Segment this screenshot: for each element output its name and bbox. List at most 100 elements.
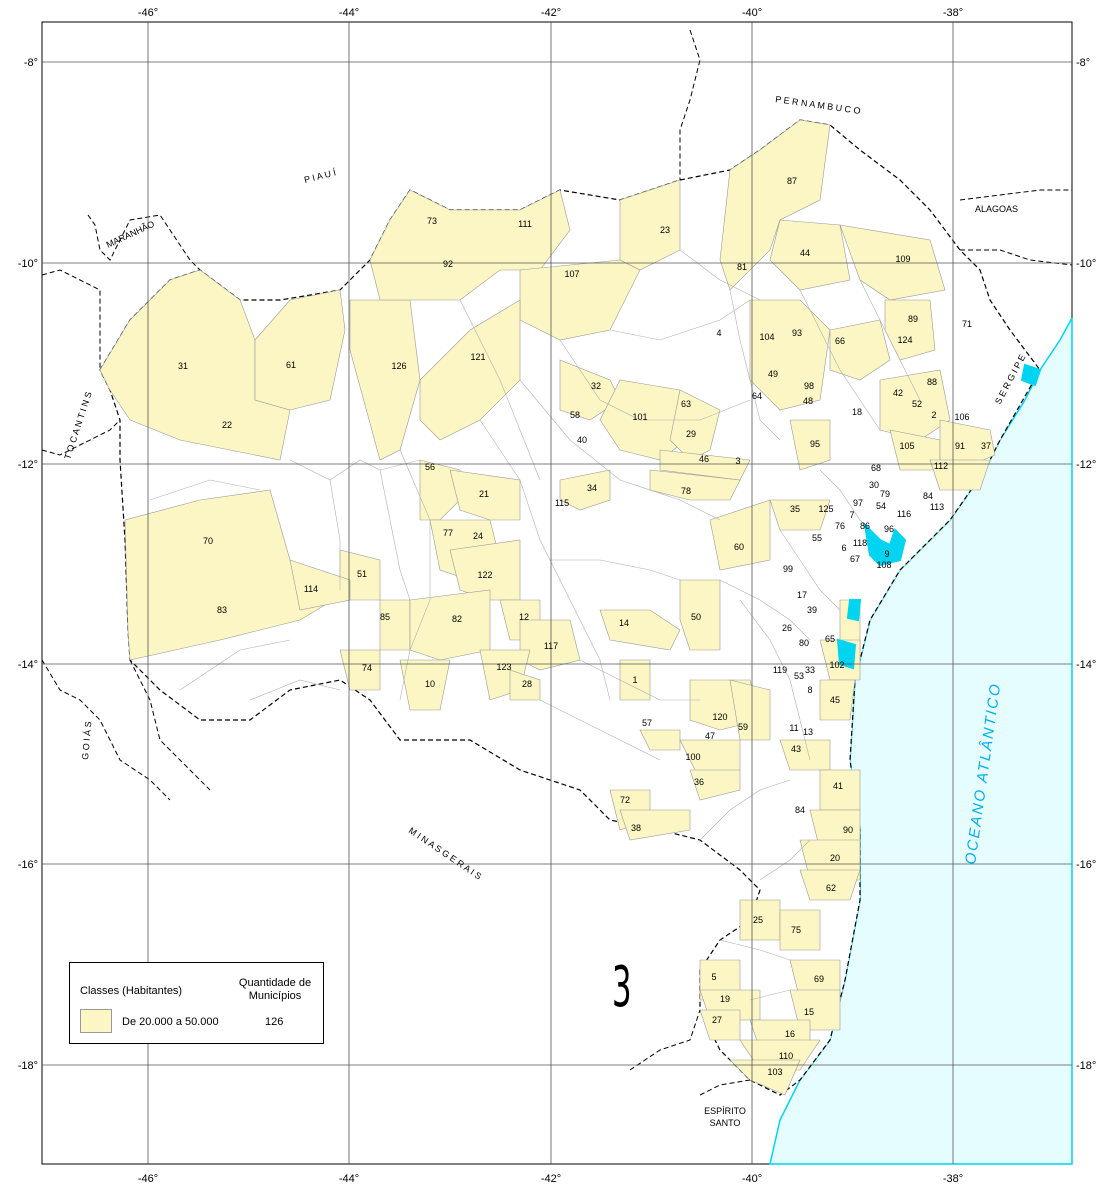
mun-label: 79 [880, 489, 890, 499]
label-tocantins: T O C A N T I N S [62, 390, 93, 460]
mun-label: 29 [686, 429, 696, 439]
mun-label: 97 [853, 498, 863, 508]
mun-label: 65 [825, 634, 835, 644]
lat-label-right: -12° [1076, 459, 1096, 471]
coastal-bays [836, 363, 1042, 670]
mun-label: 76 [835, 521, 845, 531]
neighbor-borders [41, 29, 1073, 1096]
longitude-labels: -46° -44° -42° -40° -38° -46° -44° -42° … [138, 7, 963, 1185]
mun-label: 7 [849, 510, 854, 520]
mun-label: 81 [737, 262, 747, 272]
label-espirito-santo: SANTO [710, 1118, 741, 1128]
plate-number: 3 [612, 955, 632, 1020]
mun-label: 92 [443, 259, 453, 269]
mun-label: 75 [791, 925, 801, 935]
mun-label: 55 [812, 533, 822, 543]
mun-label: 35 [790, 504, 800, 514]
mun-label: 86 [860, 521, 870, 531]
highlighted-municipalities [99, 119, 996, 1096]
mun-label: 78 [681, 486, 691, 496]
mun-label: 108 [876, 560, 891, 570]
mun-label: 12 [519, 612, 529, 622]
mun-label: 6 [841, 543, 846, 553]
mun-label: 4 [716, 328, 721, 338]
lon-label-top: -42° [541, 7, 561, 19]
mun-label: 118 [853, 538, 867, 548]
legend-class-label: De 20.000 a 50.000 [122, 1016, 219, 1028]
mun-label: 103 [767, 1067, 782, 1077]
lon-label-bottom: -40° [742, 1173, 762, 1185]
mun-label: 50 [691, 612, 701, 622]
mun-label: 101 [632, 412, 647, 422]
mun-label: 69 [814, 974, 824, 984]
mun-label: 88 [927, 377, 937, 387]
mun-label: 93 [792, 328, 802, 338]
mun-label: 115 [555, 498, 569, 508]
mun-label: 49 [768, 369, 778, 379]
mun-label: 57 [642, 718, 652, 728]
mun-label: 71 [962, 319, 972, 329]
mun-label: 104 [759, 332, 774, 342]
mun-label: 67 [850, 554, 860, 564]
mun-label: 3 [735, 456, 740, 466]
mun-label: 66 [835, 336, 845, 346]
mun-label: 18 [852, 407, 862, 417]
mun-label: 17 [797, 590, 807, 600]
lat-label-left: -16° [18, 859, 38, 871]
lat-label-right: -16° [1076, 859, 1096, 871]
mun-label: 74 [362, 663, 372, 673]
mun-label: 46 [699, 454, 709, 464]
mun-label: 91 [955, 441, 965, 451]
mun-label: 110 [779, 1051, 793, 1061]
mun-label: 120 [712, 712, 727, 722]
mun-label: 112 [934, 461, 948, 471]
label-goias: G O I Á S [80, 721, 93, 760]
mun-label: 125 [818, 504, 833, 514]
mun-label: 126 [391, 361, 406, 371]
lat-label-left: -8° [24, 57, 38, 69]
graticule [42, 22, 1072, 1164]
legend-class-count: 126 [265, 1016, 284, 1028]
mun-label: 33 [805, 665, 815, 675]
mun-label: 82 [452, 614, 462, 624]
lon-label-top: -44° [339, 7, 359, 19]
mun-label: 30 [869, 480, 879, 490]
lat-label-left: -10° [18, 258, 38, 270]
mun-label: 42 [893, 388, 903, 398]
mun-label: 43 [791, 744, 801, 754]
legend-classes-header: Classes (Habitantes) [80, 985, 183, 997]
mun-label: 11 [789, 723, 798, 733]
mun-label: 85 [380, 612, 390, 622]
mun-label: 37 [981, 441, 991, 451]
mun-label: 80 [799, 638, 809, 648]
mun-label: 28 [522, 679, 532, 689]
mun-label: 106 [954, 412, 969, 422]
lon-label-bottom: -38° [943, 1173, 963, 1185]
mun-label: 89 [908, 314, 918, 324]
mun-label: 84 [795, 805, 805, 815]
mun-label: 122 [477, 570, 492, 580]
mun-label: 102 [829, 660, 844, 670]
mun-label: 107 [564, 269, 579, 279]
lat-label-left: -18° [18, 1060, 38, 1072]
lat-label-right: -10° [1076, 258, 1096, 270]
mun-label: 1 [632, 675, 637, 685]
mun-label: 23 [660, 225, 670, 235]
legend-count-header: Quantidade de Municípios [230, 977, 320, 1003]
mun-label: 14 [619, 618, 629, 628]
mun-label: 5 [711, 972, 716, 982]
lon-label-top: -46° [138, 7, 158, 19]
lon-label-top: -38° [943, 7, 963, 19]
mun-label: 38 [631, 823, 641, 833]
mun-label: 62 [826, 883, 836, 893]
latitude-labels: -8° -10° -12° -14° -16° -18° -8° -10° -1… [18, 57, 1097, 1072]
mun-label: 52 [912, 399, 922, 409]
mun-label: 53 [794, 671, 804, 681]
mun-label: 36 [694, 777, 704, 787]
mun-label: 44 [800, 248, 810, 258]
mun-label: 22 [222, 420, 232, 430]
mun-label: 10 [425, 679, 435, 689]
lat-label-right: -14° [1076, 659, 1096, 671]
mun-label: 21 [479, 489, 489, 499]
mun-label: 45 [830, 695, 840, 705]
